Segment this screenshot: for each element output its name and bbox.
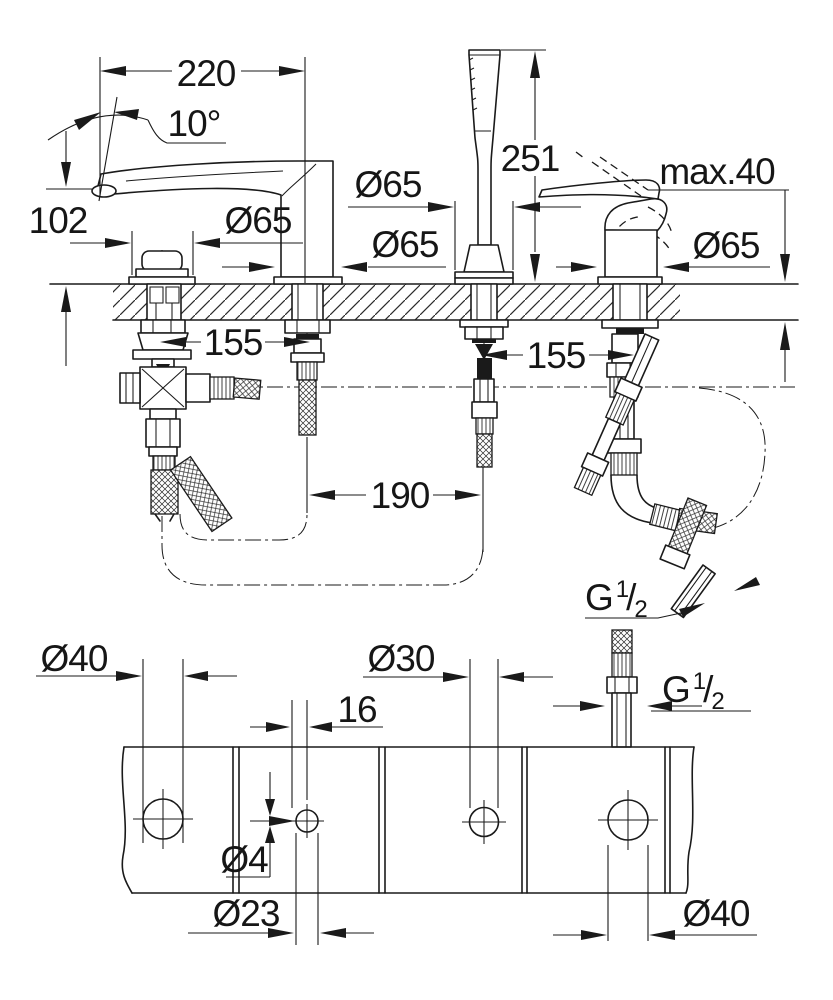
dim-pitch-190: 190	[306, 437, 484, 552]
dim-label-16: 16	[337, 689, 376, 730]
hose-routing-right-loop	[698, 387, 766, 531]
dim-pitch-155-right: 155	[481, 335, 634, 376]
dim-label-65-2: Ø65	[355, 164, 422, 205]
escutcheon-1	[128, 276, 196, 285]
lever-mixer	[538, 151, 719, 748]
volume-control-valve	[119, 250, 262, 533]
dim-hole1-d40: Ø40	[36, 638, 237, 843]
dim-hole3-d30: Ø30	[363, 638, 553, 808]
dim-escutcheon4-65: Ø65	[556, 225, 770, 272]
dim-escutcheon3-65: Ø65	[348, 164, 581, 270]
lever-handle	[538, 179, 661, 200]
spout-supply-hose	[298, 379, 317, 436]
plan-view-strip	[121, 746, 695, 894]
dim-spout-height-102: 102	[29, 131, 92, 366]
hose-routing-inner-loop	[179, 513, 308, 541]
dim-label-65-1: Ø65	[225, 200, 292, 241]
shower-hose-upper	[573, 333, 660, 497]
dim-spout-reach-220: 220	[99, 53, 306, 283]
control-knob	[141, 250, 183, 272]
dim-hole2-d23: Ø23	[188, 833, 374, 945]
dim-shower-height-251: 251	[501, 49, 560, 282]
segment-joints	[232, 746, 671, 894]
supply-hose-2	[169, 455, 233, 533]
dim-escutcheon1-65: Ø65	[70, 200, 303, 275]
dim-label-d4: Ø4	[220, 839, 268, 880]
shower-supply-hose	[476, 433, 493, 468]
dim-label-10deg: 10°	[168, 103, 221, 144]
lever-raised-ghost	[575, 151, 649, 197]
dim-escutcheon2-65: Ø65	[222, 224, 446, 272]
hose-routing-outer-loop	[161, 516, 484, 586]
dim-label-d40-right: Ø40	[683, 893, 750, 934]
dim-label-max40: max.40	[659, 151, 775, 192]
break-line-right	[685, 746, 695, 894]
escutcheon-3	[454, 277, 514, 285]
dim-deck-thickness-max40: max.40	[648, 151, 790, 382]
spout-outlet	[91, 184, 117, 198]
dim-label-155-right: 155	[527, 335, 586, 376]
dim-label-251: 251	[501, 138, 560, 179]
shower-hose-mid	[659, 497, 708, 570]
dim-label-65-4: Ø65	[693, 225, 760, 266]
cartridge-body	[604, 229, 658, 278]
dim-label-d30: Ø30	[368, 638, 435, 679]
dim-pilot-d4: Ø4	[220, 772, 295, 880]
dim-label-155-left: 155	[204, 322, 263, 363]
escutcheon-2	[273, 276, 343, 285]
dim-label-d40-left: Ø40	[41, 638, 108, 679]
shower-holder	[463, 244, 505, 273]
dim-pilot-offset-16: 16	[250, 689, 383, 808]
deck-section	[49, 283, 799, 321]
dim-label-102: 102	[29, 200, 88, 241]
dim-label-d23: Ø23	[213, 893, 280, 934]
escutcheon-4	[597, 276, 663, 285]
mixer-dome	[604, 197, 668, 232]
dim-pitch-155-left: 155	[160, 322, 310, 363]
dim-label-220: 220	[177, 53, 236, 94]
break-line-left	[121, 746, 133, 894]
dim-label-65-3: Ø65	[372, 224, 439, 265]
shower-hose-connector	[606, 629, 638, 748]
dim-spout-angle-10: 10°	[47, 96, 226, 202]
dim-label-190: 190	[371, 475, 430, 516]
supply-hose-1	[150, 469, 179, 515]
dim-hole4-d40: Ø40	[553, 845, 757, 941]
hand-shower	[454, 49, 514, 468]
